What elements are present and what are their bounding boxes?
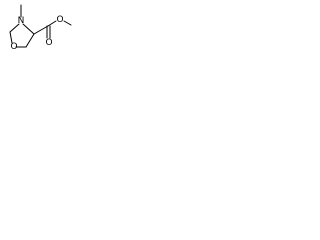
atom-label-ester-oxygen: O [56,15,63,25]
chemical-structure-diagram: N O O O [9,4,72,52]
bond-ring-n-c2 [9,23,20,33]
atom-label-carbonyl-oxygen: O [45,38,52,48]
bond-c4-carboxyl [33,25,49,35]
atom-label-ring-oxygen: O [10,42,17,52]
bond-ring-c4-n [22,23,35,35]
atom-label-ring-nitrogen: N [18,16,25,26]
bond-ring-c2-o [9,31,13,44]
bond-carboxyl-ester-o [47,20,57,27]
bond-ester-o-methyl [63,20,72,26]
bond-ring-c5-c4 [25,33,35,48]
